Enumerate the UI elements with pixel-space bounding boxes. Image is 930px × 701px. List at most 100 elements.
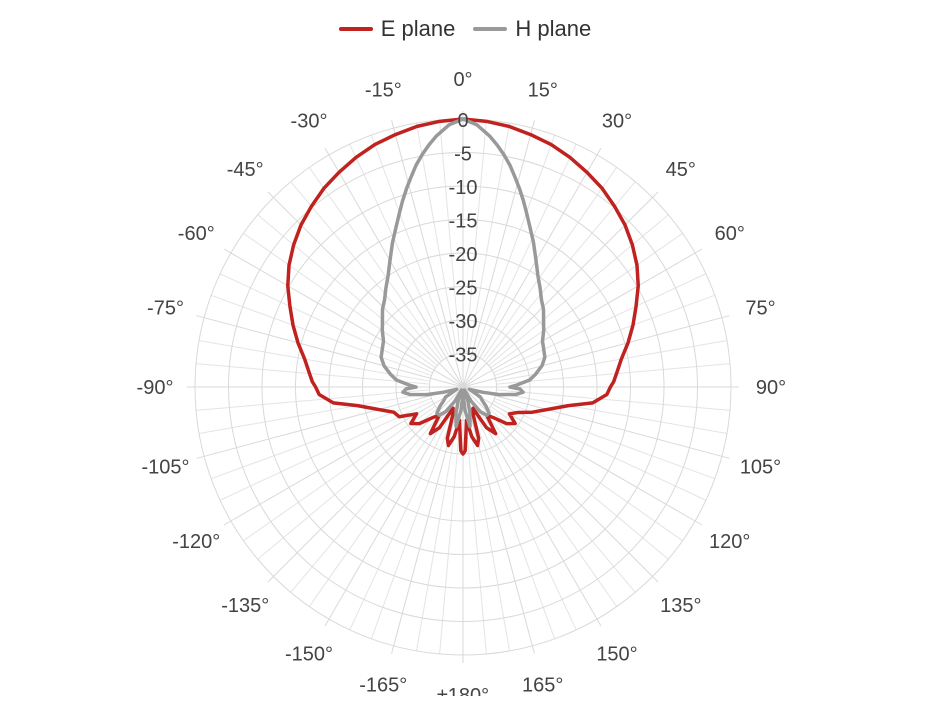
radial-tick-label: -35 — [449, 345, 478, 367]
angular-grid-line — [490, 405, 683, 542]
angular-grid-line — [196, 386, 464, 459]
angular-grid-line — [496, 389, 731, 411]
angular-grid-line — [196, 315, 464, 388]
angular-tick-label: -75° — [147, 297, 184, 319]
angular-grid-line — [370, 418, 453, 640]
angular-grid-line — [488, 214, 669, 366]
angular-grid-line — [223, 386, 464, 526]
angular-grid-line — [391, 120, 464, 388]
angular-grid-line — [462, 386, 535, 654]
angular-grid-line — [349, 143, 450, 357]
radial-grid-ring — [228, 152, 698, 622]
radial-tick-label: -10 — [449, 177, 478, 199]
legend-swatch — [338, 27, 373, 31]
angular-grid-line — [439, 119, 461, 354]
angular-grid-line — [198, 339, 431, 382]
angular-grid-line — [481, 167, 618, 360]
radial-tick-label: -30 — [449, 311, 478, 333]
legend-item: H plane — [473, 16, 591, 42]
radial-grid-ring — [429, 353, 497, 421]
series-line-e-plane — [286, 117, 640, 456]
radial-grid-ring — [362, 286, 564, 488]
angular-tick-label: 90° — [756, 377, 786, 399]
angular-tick-label: -15° — [365, 79, 402, 101]
angular-grid-line — [462, 248, 703, 388]
legend-label: E plane — [380, 16, 456, 41]
angular-grid-line — [243, 232, 436, 369]
angular-grid-line — [468, 122, 511, 355]
angular-grid-line — [473, 418, 556, 640]
angular-grid-line — [462, 386, 730, 459]
angular-grid-line — [219, 273, 433, 374]
radial-tick-label: -25 — [449, 278, 478, 300]
angular-tick-label: 30° — [602, 110, 632, 132]
angular-tick-label: -165° — [359, 675, 407, 696]
angular-grid-line — [198, 392, 431, 435]
angular-grid-line — [462, 386, 703, 526]
angular-tick-label: -105° — [141, 457, 189, 479]
angular-grid-line — [195, 363, 430, 385]
angular-grid-line — [473, 134, 556, 356]
angular-grid-line — [468, 419, 511, 652]
angular-grid-line — [495, 392, 728, 435]
angular-grid-line — [257, 408, 438, 560]
series-line-h-plane — [379, 117, 547, 429]
angular-grid-line — [210, 397, 432, 480]
angular-tick-label: -90° — [137, 377, 174, 399]
angular-grid-line — [391, 386, 464, 654]
angular-tick-label: -150° — [285, 644, 333, 666]
angular-grid-line — [349, 417, 450, 631]
angular-grid-line — [496, 363, 731, 385]
angular-grid-line — [494, 397, 716, 480]
angular-tick-label: 165° — [522, 675, 563, 696]
angular-grid-line — [462, 120, 535, 388]
angular-grid-line — [495, 339, 728, 382]
angular-tick-label: 105° — [740, 457, 781, 479]
legend-swatch — [473, 27, 508, 31]
radial-tick-label: 0 — [457, 110, 468, 132]
angular-grid-line — [219, 400, 433, 501]
angular-grid-line — [223, 248, 464, 388]
radial-tick-label: -20 — [449, 244, 478, 266]
angular-grid-line — [493, 400, 707, 501]
legend-label: H plane — [515, 16, 592, 41]
angular-grid-line — [488, 408, 669, 560]
angular-tick-label: 60° — [715, 223, 745, 245]
angular-grid-line — [465, 420, 487, 655]
angular-grid-line — [494, 294, 716, 377]
angular-grid-line — [290, 181, 442, 362]
angular-grid-line — [481, 414, 618, 607]
angular-tick-label: 150° — [596, 644, 637, 666]
angular-grid-line — [490, 232, 683, 369]
radial-grid-ring — [261, 185, 665, 589]
angular-tick-label: 45° — [666, 159, 696, 181]
radial-tick-label: -5 — [454, 144, 472, 166]
angular-grid-line — [415, 122, 458, 355]
angular-tick-label: 0° — [453, 69, 472, 91]
angular-grid-line — [324, 147, 464, 388]
radial-tick-label: -15 — [449, 211, 478, 233]
angular-tick-label: -30° — [291, 110, 328, 132]
angular-grid-line — [243, 405, 436, 542]
angular-grid-line — [439, 420, 461, 655]
angular-tick-label: 15° — [528, 79, 558, 101]
legend-item: E plane — [338, 16, 456, 42]
angular-grid-line — [476, 417, 577, 631]
angular-tick-label: ±180° — [437, 685, 489, 696]
angular-grid-line — [308, 414, 445, 607]
angular-grid-line — [476, 143, 577, 357]
angular-grid-line — [465, 119, 487, 354]
legend: E plane H plane — [0, 16, 930, 42]
angular-grid-line — [484, 412, 636, 593]
angular-grid-line — [462, 315, 730, 388]
radial-grid-ring — [328, 252, 598, 522]
angular-grid-line — [484, 181, 636, 362]
angular-tick-label: -45° — [227, 159, 264, 181]
radial-grid-ring — [295, 219, 631, 555]
angular-tick-label: -60° — [178, 223, 215, 245]
angular-grid-line — [257, 214, 438, 366]
angular-grid-line — [370, 134, 453, 356]
angular-grid-line — [195, 389, 430, 411]
